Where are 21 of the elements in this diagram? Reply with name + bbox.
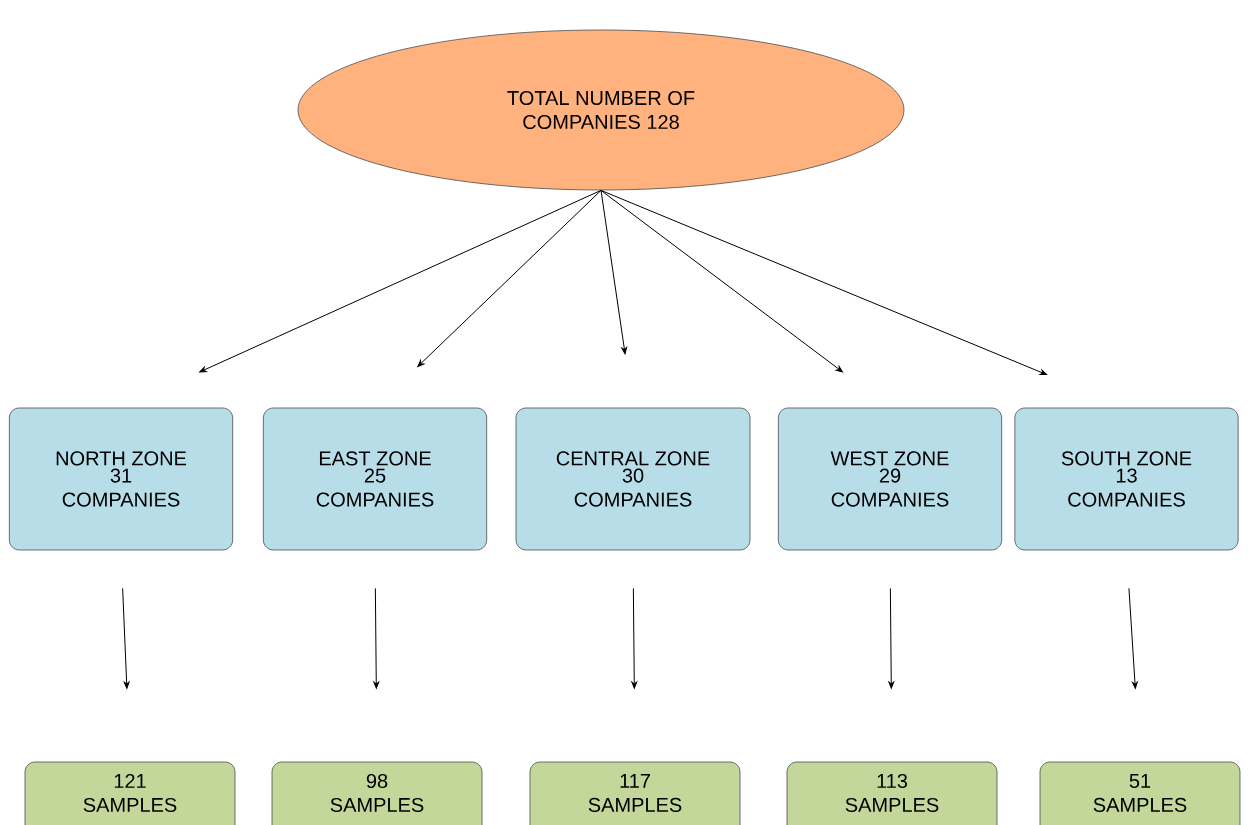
arrow	[600, 189, 628, 355]
arrow	[1128, 587, 1138, 689]
zone-box: WEST ZONE 29 COMPANIES	[777, 407, 1003, 551]
zone-box: SOUTH ZONE 13 COMPANIES	[1014, 407, 1239, 551]
arrow	[373, 587, 380, 689]
sample-box: 98 SAMPLES	[271, 761, 483, 825]
sample-box: 117 SAMPLES	[529, 761, 741, 825]
arrow	[417, 189, 602, 367]
arrow	[888, 587, 895, 689]
arrow	[600, 189, 1048, 376]
arrow	[122, 587, 130, 689]
arrow	[199, 189, 602, 373]
zone-box: CENTRAL ZONE 30 COMPANIES	[515, 407, 751, 551]
arrow	[631, 587, 638, 689]
sample-box: 121 SAMPLES	[24, 761, 236, 825]
sample-box: 51 SAMPLES	[1039, 761, 1241, 825]
oval: TOTAL NUMBER OF COMPANIES 128	[297, 29, 905, 191]
zone-box: NORTH ZONE 31 COMPANIES	[8, 407, 234, 551]
arrow	[600, 189, 844, 373]
sample-box: 113 SAMPLES	[786, 761, 998, 825]
zone-box: EAST ZONE 25 COMPANIES	[262, 407, 488, 551]
